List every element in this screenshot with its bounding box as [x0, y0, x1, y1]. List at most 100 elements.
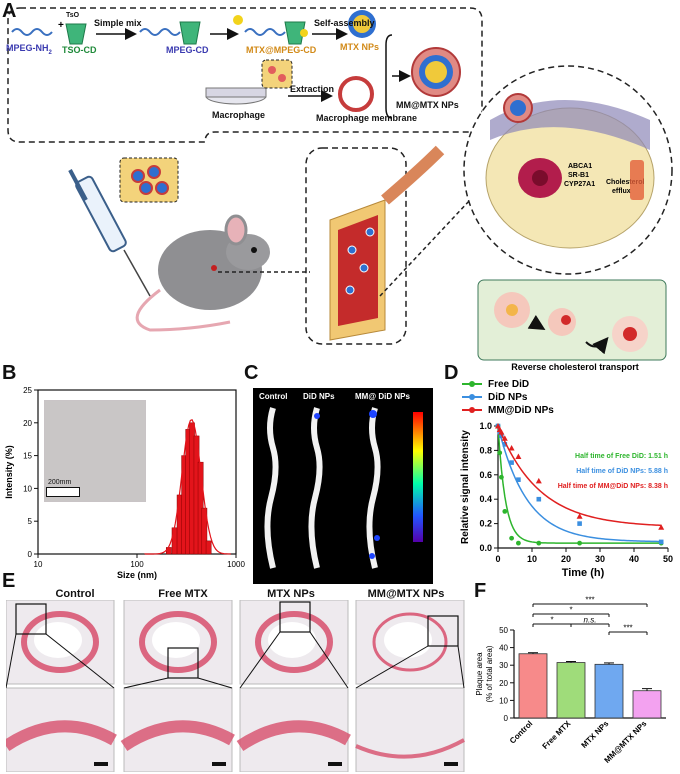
data-point: [535, 477, 542, 484]
y-tick-label: 1.0: [479, 421, 492, 431]
imaging-label-control: Control: [259, 392, 288, 401]
cholesterol-label: Cholesterol: [606, 179, 645, 186]
lumen: [152, 622, 200, 658]
y-tick-label: 20: [23, 419, 32, 428]
x-tick-label: 50: [663, 554, 673, 564]
y-tick-label: 0.4: [479, 494, 492, 504]
series-line: [497, 425, 662, 527]
scale-bar: [212, 762, 226, 766]
zoom-box: [279, 601, 311, 633]
svg-text:+: +: [58, 20, 64, 31]
y-tick-label: 20: [499, 679, 508, 688]
x-tick-label: Control: [508, 719, 534, 745]
bar: [518, 653, 548, 719]
x-tick-label: 10: [527, 554, 537, 564]
y-tick-label: 25: [23, 386, 32, 395]
zoom-line: [309, 631, 349, 689]
extraction-label: Extraction: [290, 84, 335, 94]
y-axis-label: Plaque area: [475, 652, 484, 696]
y-axis-label: Intensity (%): [4, 445, 14, 499]
y-tick-label: 0: [504, 714, 509, 723]
plaque-ring: [139, 611, 217, 673]
y-tick-label: 0.2: [479, 519, 492, 529]
data-point: [536, 540, 542, 546]
fit-curve: [144, 419, 231, 555]
efflux-label: efflux: [612, 188, 631, 195]
data-point: [536, 496, 542, 502]
scale-bar: [444, 762, 458, 766]
histogram-bar: [201, 507, 208, 555]
y-tick-label: 15: [23, 452, 32, 461]
legend-marker: [469, 394, 475, 400]
lumen: [268, 622, 316, 658]
simple-mix-label: Simple mix: [94, 18, 142, 28]
y-tick-label: 0.6: [479, 470, 492, 480]
mm-mtx-nps-label: MM@MTX NPs: [396, 100, 459, 110]
tem-scale-label: 200mm: [48, 479, 72, 486]
y-tick-label: 10: [23, 484, 32, 493]
bar: [556, 662, 586, 719]
bar: [594, 663, 624, 719]
histogram-bar: [171, 527, 178, 555]
significance-label: n.s.: [584, 616, 597, 625]
zoom-line: [457, 645, 465, 689]
mpeg-nh2-label: MPEG-NH2: [6, 43, 52, 56]
legend-label: Free DiD: [488, 379, 529, 390]
panel-a-artwork: + ABCA1 SR-B1 CYP27A1 Cholesterol efflux: [7, 7, 673, 361]
histo-title-free-mtx: Free MTX: [158, 588, 208, 600]
x-tick-label: MTX NPs: [580, 719, 611, 750]
series-line: [497, 425, 662, 543]
panel-label-a: A: [2, 0, 17, 22]
panel-label-d: D: [444, 362, 459, 384]
x-tick-label: 0: [495, 554, 500, 564]
x-tick-label: 10: [34, 560, 43, 569]
histo-title-mtx-nps: MTX NPs: [267, 588, 315, 600]
histogram-bar: [205, 540, 212, 555]
lumen: [384, 622, 432, 658]
mtx-nps-label: MTX NPs: [340, 42, 380, 52]
cyp27a1-label: CYP27A1: [564, 181, 595, 188]
macrophage-membrane-label: Macrophage membrane: [316, 113, 418, 123]
plaque-ring: [21, 611, 99, 673]
x-axis-label: Size (nm): [117, 570, 157, 580]
data-point: [577, 540, 582, 546]
mtx-mpeg-cd-label: MTX@MPEG-CD: [246, 45, 317, 55]
y-tick-label: 50: [499, 626, 508, 635]
y-tick-label: 40: [499, 644, 508, 653]
tem-scale-box: [46, 487, 80, 497]
halftime-annotation: Half time of MM@DiD NPs: 8.38 h: [558, 483, 668, 490]
significance-label: ***: [623, 624, 632, 633]
x-axis-label: Time (h): [562, 567, 605, 579]
significance-label: *: [550, 616, 553, 625]
scale-bar: [328, 762, 342, 766]
tso-cd-label: TSO-CD: [62, 45, 97, 55]
plaque-zoom: [6, 720, 117, 752]
histology-image-bottom: [355, 687, 465, 772]
plaque-zoom: [355, 738, 465, 759]
x-tick-label: Free MTX: [541, 719, 573, 751]
data-point: [509, 460, 514, 465]
y-tick-label: 0.8: [479, 445, 492, 455]
halftime-annotation: Half time of Free DiD: 1.51 h: [575, 453, 668, 460]
tem-image: [44, 400, 146, 502]
data-point: [509, 535, 514, 541]
mtx-mpeg-cd-shape: [284, 21, 306, 45]
macrophage-label: Macrophage: [212, 110, 266, 120]
halftime-annotation: Half time of DiD NPs: 5.88 h: [576, 468, 668, 475]
x-tick-label: 30: [595, 554, 605, 564]
self-assembly-label: Self-assembly: [314, 18, 375, 28]
plaque-ring: [255, 611, 333, 673]
x-tick-label: 100: [130, 560, 144, 569]
synthesis-dashed-box: [7, 7, 483, 143]
data-point: [658, 524, 665, 530]
legend-marker: [469, 381, 475, 387]
zoom-line: [45, 633, 115, 689]
data-point: [497, 450, 503, 456]
y-axis-label: Relative signal intensity: [460, 430, 471, 544]
x-tick-label: 40: [629, 554, 639, 564]
abca1-label: ABCA1: [568, 163, 592, 170]
data-point: [498, 429, 505, 435]
